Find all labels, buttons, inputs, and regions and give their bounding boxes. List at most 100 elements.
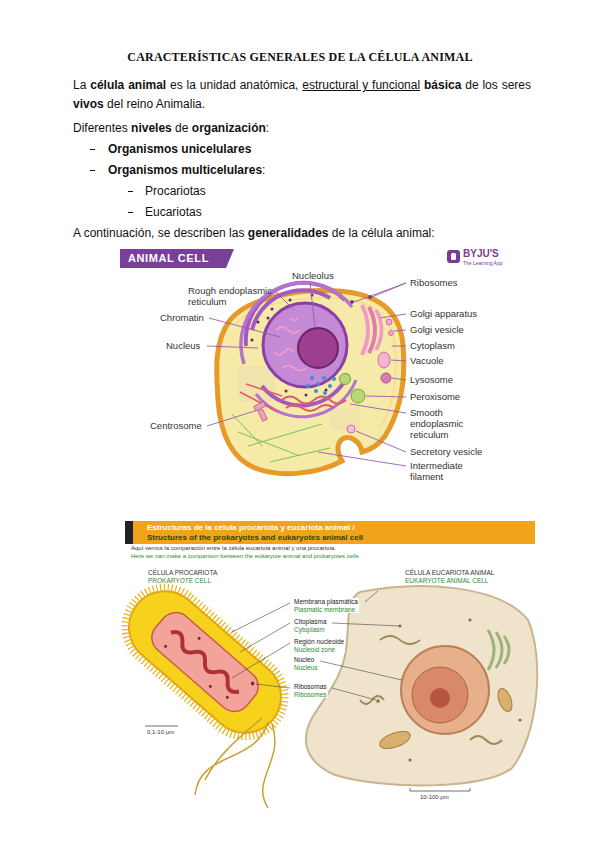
part-label: Vacuole xyxy=(410,355,444,366)
part-label: Núcleo xyxy=(294,656,317,664)
eukaryote-cell xyxy=(409,759,412,762)
animal-cell xyxy=(322,376,326,380)
part-label: Rough endoplasmic reticulum xyxy=(188,285,272,307)
logo-tagline: The Learning App xyxy=(463,260,502,266)
list-item: Organismos unicelulares xyxy=(108,142,251,156)
part-label: Membrana plasmática xyxy=(294,598,358,606)
body-text: es la unidad anatómica, xyxy=(170,78,298,92)
animal-cell xyxy=(263,303,347,387)
animal-cell xyxy=(285,390,288,393)
part-label: Nucleolus xyxy=(292,270,334,281)
part-label: Smooth endoplasmic reticulum xyxy=(410,407,463,440)
leader-line xyxy=(350,404,406,413)
part-label: Golgi vesicle xyxy=(410,324,464,335)
part-label: Ribosomes xyxy=(410,277,458,288)
part-label: Citoplasma xyxy=(294,618,327,626)
leader-line xyxy=(276,292,294,310)
list-bullet xyxy=(128,191,133,192)
scale-label: 10-100 μm xyxy=(420,794,449,800)
animal-cell xyxy=(340,374,351,385)
part-label: Centrosome xyxy=(150,420,202,431)
leader-line xyxy=(232,603,290,632)
animal-cell xyxy=(310,376,314,380)
part-label: Chromatin xyxy=(160,312,204,323)
prokaryote-cell xyxy=(195,718,275,808)
logo-tagline: The Learning App xyxy=(463,260,502,266)
animal-cell xyxy=(351,389,365,403)
cell-heading: CÉLULA PROCARIOTA xyxy=(148,569,217,577)
sub-list-item: Eucariotas xyxy=(145,205,202,219)
eukaryote-cell xyxy=(306,586,537,785)
animal-cell xyxy=(323,391,327,395)
body-line: Diferentes xyxy=(73,121,128,135)
animal-cell xyxy=(271,308,274,311)
figure-heading: Estructuras de la célula procariota y eu… xyxy=(147,523,531,533)
list-bullet xyxy=(90,150,133,213)
figure-banner: ANIMAL CELL xyxy=(120,249,234,268)
animal-cell xyxy=(258,409,267,421)
leader-line xyxy=(372,283,406,297)
leader-line xyxy=(209,318,280,337)
part-label: Nucleus xyxy=(166,340,200,351)
animal-cell xyxy=(389,331,394,336)
leader-line xyxy=(207,283,406,466)
part-label: Secretory vesicle xyxy=(410,446,482,457)
body-text: del reino Animalia. xyxy=(107,97,205,111)
body-text: vivos xyxy=(73,97,104,111)
body-text: célula animal xyxy=(90,78,166,92)
leader-line xyxy=(365,591,378,602)
body-line: organización xyxy=(192,121,266,135)
leader-line xyxy=(391,360,406,361)
eukaryote-cell xyxy=(430,688,450,708)
eukaryote-cell xyxy=(360,636,502,744)
cell-heading: EUKARYOTE ANIMAL CELL xyxy=(405,577,494,585)
animal-cell xyxy=(347,425,355,433)
part-label: Membrana plasmáticaPlasmatic membrane xyxy=(293,598,359,613)
part-label: Centrosome xyxy=(150,420,202,431)
leader-line xyxy=(392,346,406,347)
body-text: básica xyxy=(424,78,461,92)
scale-bar xyxy=(145,726,178,727)
leader-line xyxy=(356,431,406,452)
part-label: Secretory vesicle xyxy=(410,446,482,457)
cell-heading: CÉLULA PROCARIOTAPROKARYOTE CELL xyxy=(148,569,217,584)
figure-subheading: Structures of the prokaryotes and eukary… xyxy=(147,533,531,543)
logo-icon xyxy=(447,250,460,263)
part-label: Peroxisome xyxy=(410,391,460,402)
leader-line xyxy=(207,410,258,426)
list-bullet xyxy=(90,170,95,171)
eukaryote-cell xyxy=(469,619,472,622)
prokaryote-cell xyxy=(168,629,242,696)
part-label: Plasmatic membrane xyxy=(294,606,358,614)
animal-cell xyxy=(232,414,330,462)
leader-line xyxy=(232,643,290,678)
body-text: de los seres xyxy=(465,78,531,92)
part-label: Nucleoid zone xyxy=(294,646,344,654)
leader-line xyxy=(332,688,376,700)
leader-line xyxy=(332,623,400,626)
animal-cell xyxy=(267,317,270,320)
eukaryote-cell xyxy=(376,619,521,762)
eukaryote-cell xyxy=(412,667,468,723)
part-label: Región nucleoide xyxy=(294,638,344,646)
prokaryote-cell xyxy=(145,606,264,718)
scale-bar xyxy=(410,788,411,791)
scale-label: 0,1-10 μm xyxy=(147,729,174,735)
part-label: Rough endoplasmic reticulum xyxy=(188,285,288,307)
eukaryote-cell xyxy=(306,586,537,785)
leader-line xyxy=(394,330,406,331)
part-label: Chromatin xyxy=(160,312,204,323)
part-label: Peroxisome xyxy=(410,391,460,402)
part-label: Ribosomas xyxy=(294,683,327,691)
part-label: Cytoplasm xyxy=(410,340,455,351)
figure-intro: Here we can make a comparison between th… xyxy=(131,553,359,561)
part-label: Golgi vesicle xyxy=(410,324,464,335)
body-line: A continuación, se describen las xyxy=(73,226,244,240)
prokaryote-cell xyxy=(164,644,168,648)
leader-line xyxy=(310,283,315,327)
part-label: Cytoplasm xyxy=(410,340,455,351)
part-label: Golgi apparatus xyxy=(410,308,477,319)
animal-cell xyxy=(350,300,354,304)
animal-cell xyxy=(381,373,391,383)
leader-line xyxy=(232,591,402,700)
